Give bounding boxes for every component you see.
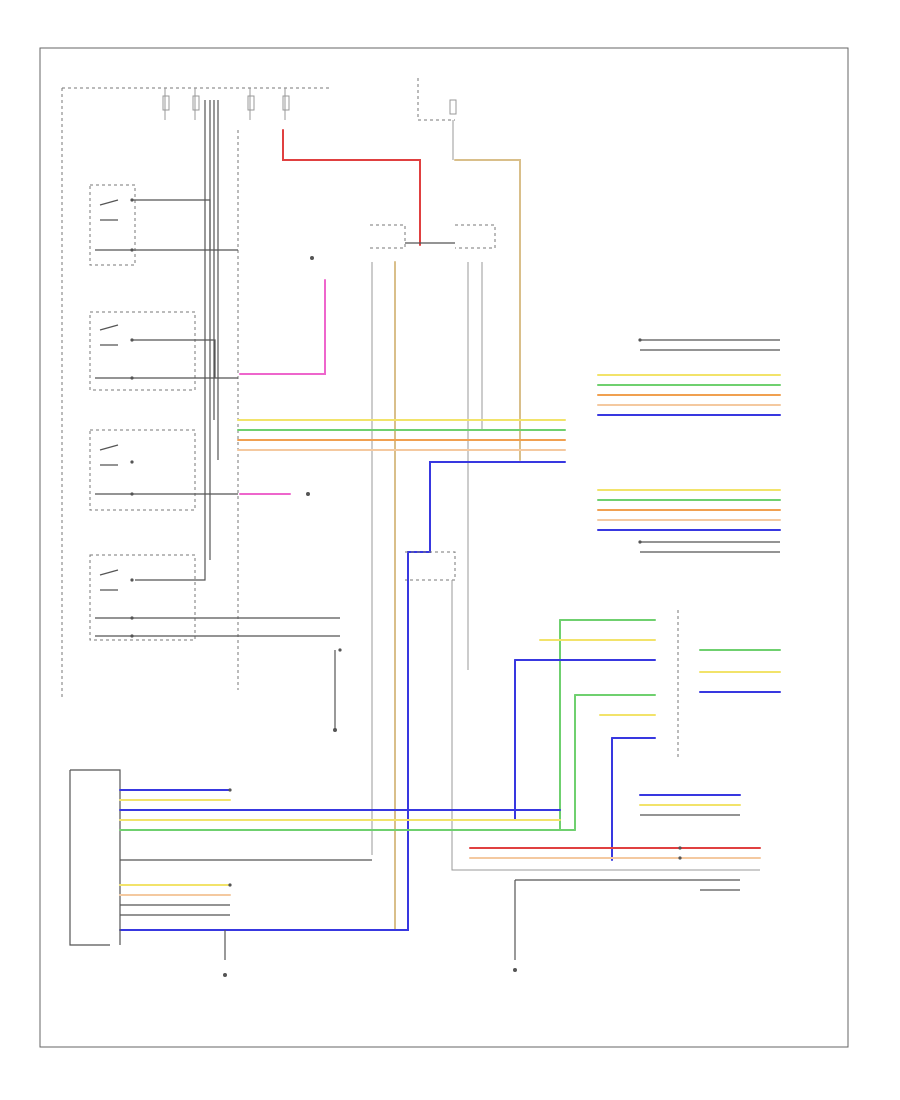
trailer-module-box: [405, 551, 760, 871]
diagram-frame: [39, 47, 849, 1048]
bundle-right-1: [597, 374, 781, 416]
connector-pink-2: [306, 492, 310, 496]
bundle-right-2: [597, 489, 781, 553]
ground-1: [333, 650, 337, 732]
ground-3: [513, 940, 517, 972]
ground-2: [223, 930, 227, 977]
bundle-mid: [237, 419, 566, 451]
connector-pink-1: [310, 256, 314, 260]
left-bundle: [135, 100, 219, 581]
wire-tan-top: [454, 159, 521, 461]
junction-markers: [228, 648, 682, 887]
fuse-box-top: [61, 87, 330, 700]
connector-top-right: [638, 338, 780, 351]
bundle-right-bottom: [469, 794, 761, 940]
switch-block-4: [89, 554, 340, 641]
switch-block-1: [89, 184, 238, 266]
control-unit-right: [514, 610, 781, 861]
trailer-connector-left: [69, 769, 576, 946]
wire-red-top: [282, 129, 421, 246]
switch-block-2: [89, 311, 238, 391]
switch-block-3: [89, 429, 238, 511]
wire-pink-1: [239, 279, 326, 375]
relay-blocks: [370, 224, 496, 855]
battery-fuse-block: [417, 78, 457, 160]
